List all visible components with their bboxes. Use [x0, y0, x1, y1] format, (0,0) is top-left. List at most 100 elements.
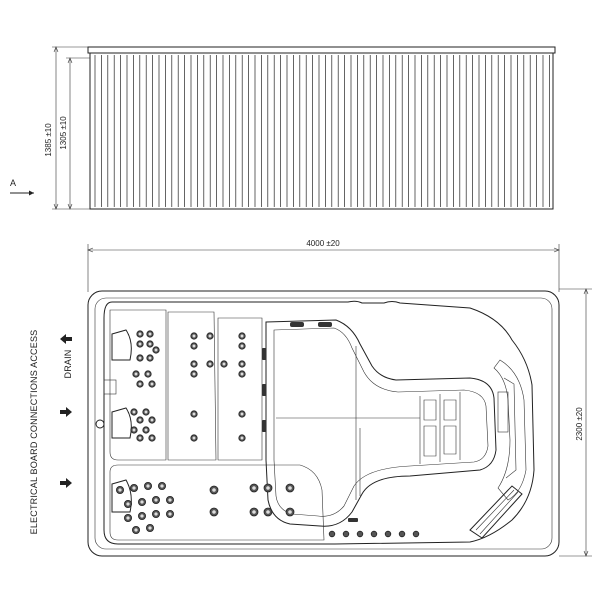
step-ramp [469, 485, 523, 539]
jet [220, 360, 228, 368]
seat-column-1 [167, 311, 217, 461]
jet [148, 380, 156, 388]
jet [136, 416, 144, 424]
jet [165, 495, 174, 504]
swim-floor-inner [273, 327, 489, 517]
height-dimensions: 1385 ±10 1305 ±10 [44, 46, 90, 210]
pillow-2 [111, 407, 132, 439]
arrow-right-icon [10, 190, 34, 196]
dark-slots [262, 322, 358, 522]
jet [238, 370, 246, 378]
length-dimension: 4000 ±20 [87, 239, 560, 292]
inner-rim [94, 297, 553, 550]
jet [116, 485, 125, 494]
jet [143, 481, 152, 490]
jet [142, 426, 150, 434]
jet [285, 483, 295, 493]
floor-jet [412, 530, 420, 538]
length-dimension-text: 4000 ±20 [306, 239, 340, 248]
outer-height-dimension: 1385 ±10 [44, 123, 53, 157]
side-arrows [60, 334, 72, 488]
jet [238, 332, 246, 340]
jet [238, 410, 246, 418]
jet [206, 360, 214, 368]
jet [152, 346, 160, 354]
side-panel-slats [94, 55, 550, 207]
jet [190, 360, 198, 368]
jet [190, 332, 198, 340]
seat-zone-left [109, 309, 167, 461]
jet [144, 370, 152, 378]
width-dimension: 2300 ±20 [559, 288, 592, 557]
drain-label: DRAIN [63, 349, 73, 378]
jet [124, 514, 133, 523]
view-label-a: A [10, 178, 16, 188]
jet [148, 434, 156, 442]
control-panel [103, 379, 117, 395]
jet [238, 342, 246, 350]
pillow-3 [111, 479, 132, 513]
jet [129, 483, 138, 492]
inner-height-dimension: 1305 ±10 [59, 116, 68, 150]
jet [137, 512, 146, 521]
floor-jet [356, 530, 364, 538]
jet [190, 410, 198, 418]
jet-group [116, 330, 295, 535]
jet [146, 330, 154, 338]
swim-end-bench-inner [503, 377, 517, 479]
seat-column-2 [217, 317, 263, 461]
jet [165, 509, 174, 518]
jet [206, 332, 214, 340]
width-dimension-text: 2300 ±20 [575, 407, 584, 441]
jet [146, 354, 154, 362]
jet [263, 507, 273, 517]
jet [130, 426, 138, 434]
seat-zone-rear [109, 464, 325, 541]
plan-view [87, 290, 560, 557]
jet [136, 330, 144, 338]
jet [145, 524, 154, 533]
swim-end-bench [493, 359, 527, 501]
jet [151, 509, 160, 518]
jet [209, 507, 219, 517]
floor-jet [398, 530, 406, 538]
side-jet-panel [497, 391, 509, 433]
electrical-board-label: ELECTRICAL BOARD CONNECTIONS ACCESS [29, 330, 39, 535]
jet [238, 360, 246, 368]
bottom-jet-row [328, 530, 420, 538]
jet [190, 370, 198, 378]
floor-jet [328, 530, 336, 538]
drain-fitting [95, 419, 105, 429]
jet [151, 495, 160, 504]
jet [136, 380, 144, 388]
jet [190, 434, 198, 442]
jet [124, 499, 133, 508]
jet [132, 370, 140, 378]
floor-grid [276, 346, 461, 500]
side-panel-body [89, 52, 554, 210]
jet [142, 408, 150, 416]
jet [136, 340, 144, 348]
jet [190, 342, 198, 350]
outer-rim [87, 290, 560, 557]
shell-outline [103, 300, 535, 545]
jet [249, 507, 259, 517]
arrow-right-icon [60, 407, 72, 417]
jet [137, 497, 146, 506]
jet [249, 483, 259, 493]
floor-jet [342, 530, 350, 538]
view-marker: A [10, 178, 34, 196]
jet [238, 434, 246, 442]
arrow-right-icon [60, 478, 72, 488]
jet [130, 408, 138, 416]
jet [285, 507, 295, 517]
side-top-cap [87, 46, 556, 54]
arrow-left-icon [60, 334, 72, 344]
jet [131, 526, 140, 535]
jet [146, 340, 154, 348]
jet [136, 434, 144, 442]
side-elevation [87, 46, 556, 210]
jet [263, 483, 273, 493]
floor-jet [370, 530, 378, 538]
